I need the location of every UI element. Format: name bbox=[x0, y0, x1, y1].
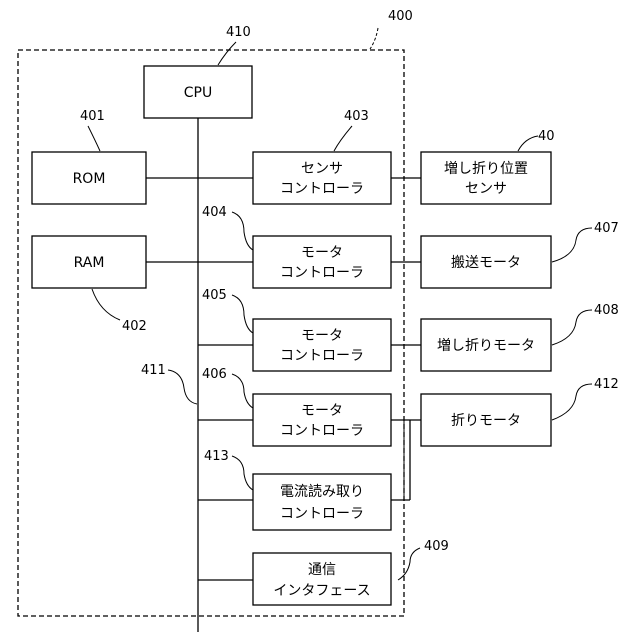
leader-410 bbox=[218, 42, 236, 65]
current-reader-label-1: 電流読み取り bbox=[280, 483, 364, 500]
sensor-label-1: 増し折り位置 bbox=[444, 161, 528, 177]
transport-motor-label: 搬送モータ bbox=[451, 255, 521, 271]
leader-401 bbox=[88, 126, 100, 151]
leader-411 bbox=[168, 370, 197, 404]
ref-403: 403 bbox=[344, 109, 369, 124]
extra-fold-motor-label: 増し折りモータ bbox=[437, 338, 535, 354]
ref-410: 410 bbox=[226, 25, 251, 40]
leader-413 bbox=[232, 456, 253, 490]
motor-controller-3-label-1: モータ bbox=[301, 403, 343, 419]
cpu-label: CPU bbox=[184, 85, 212, 101]
leader-406 bbox=[232, 374, 253, 408]
leader-405 bbox=[232, 295, 253, 333]
ref-412: 412 bbox=[594, 377, 619, 392]
leader-412 bbox=[552, 384, 592, 420]
ref-408: 408 bbox=[594, 303, 619, 318]
ref-400: 400 bbox=[388, 9, 413, 24]
ref-411: 411 bbox=[141, 363, 166, 378]
leader-400 bbox=[370, 28, 378, 49]
rom-label: ROM bbox=[73, 171, 106, 187]
sensor-controller-label-2: コントローラ bbox=[280, 181, 364, 197]
ref-406: 406 bbox=[202, 367, 227, 382]
comm-interface-label-2: インタフェース bbox=[273, 583, 370, 599]
ref-402: 402 bbox=[122, 319, 147, 334]
comm-interface-label-1: 通信 bbox=[308, 562, 336, 578]
fold-motor-label: 折りモータ bbox=[451, 413, 521, 429]
leader-403 bbox=[334, 126, 352, 151]
motor-controller-1-label-1: モータ bbox=[301, 245, 343, 261]
ref-405: 405 bbox=[202, 288, 227, 303]
motor-controller-2-label-2: コントローラ bbox=[280, 348, 364, 364]
leader-409 bbox=[398, 548, 420, 580]
leader-404 bbox=[232, 212, 253, 250]
leader-408 bbox=[552, 310, 592, 345]
current-reader-label-2: コントローラ bbox=[280, 506, 364, 522]
motor-controller-1-label-2: コントローラ bbox=[280, 265, 364, 281]
sensor-label-2: センサ bbox=[465, 181, 507, 197]
ref-404: 404 bbox=[202, 205, 227, 220]
ref-40: 40 bbox=[538, 129, 555, 144]
ref-407: 407 bbox=[594, 221, 619, 236]
ref-401: 401 bbox=[80, 109, 105, 124]
leader-402 bbox=[92, 289, 120, 320]
ram-label: RAM bbox=[74, 255, 105, 271]
motor-controller-3-label-2: コントローラ bbox=[280, 423, 364, 439]
leader-40 bbox=[518, 136, 538, 151]
ref-413: 413 bbox=[204, 449, 229, 464]
leader-407 bbox=[552, 228, 592, 262]
motor-controller-2-label-1: モータ bbox=[301, 328, 343, 344]
sensor-controller-label-1: センサ bbox=[301, 161, 343, 177]
ref-409: 409 bbox=[424, 539, 449, 554]
